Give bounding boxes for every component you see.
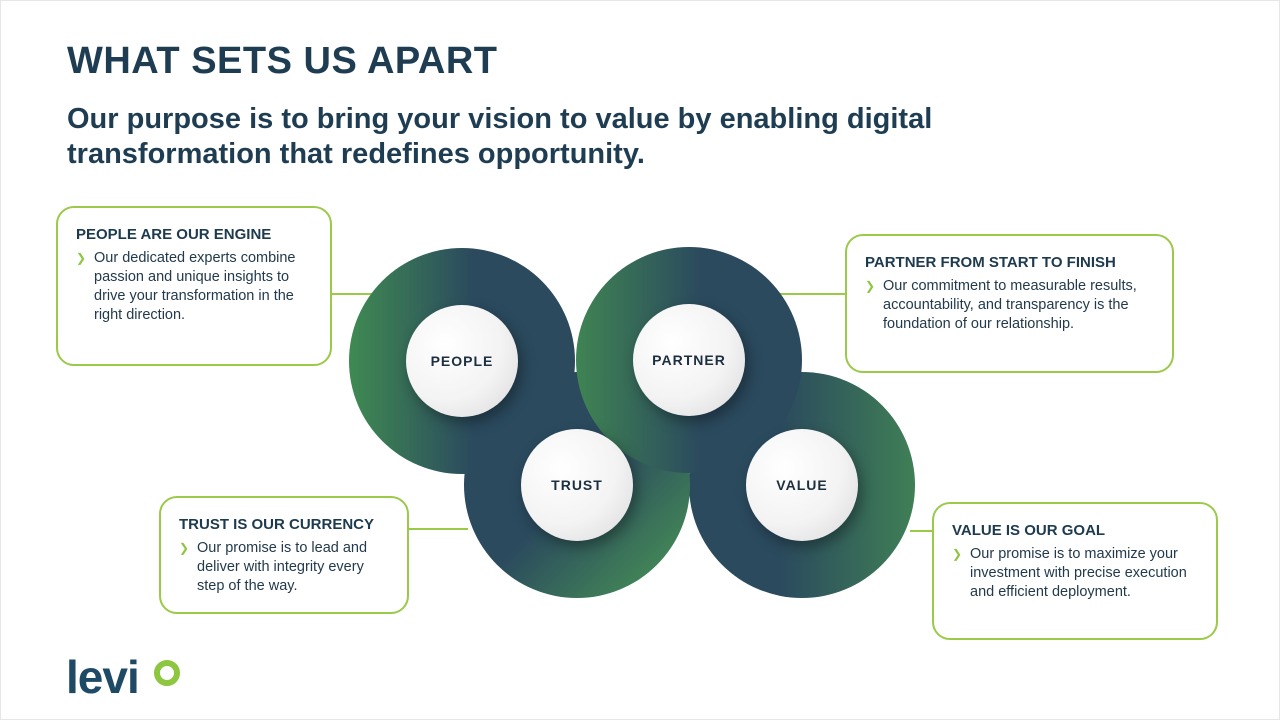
card-heading: TRUST IS OUR CURRENCY bbox=[179, 516, 375, 533]
chevron-right-icon: ❯ bbox=[179, 541, 190, 555]
card-heading: PARTNER FROM START TO FINISH bbox=[865, 254, 1116, 271]
connector-people bbox=[330, 293, 375, 295]
card-heading: VALUE IS OUR GOAL bbox=[952, 522, 1106, 539]
card-text: Our commitment to measurable results, ac… bbox=[883, 278, 1137, 332]
subtitle: Our purpose is to bring your vision to v… bbox=[67, 103, 933, 170]
connector-partner bbox=[780, 293, 847, 295]
chevron-right-icon: ❯ bbox=[952, 547, 963, 561]
page-title: WHAT SETS US APART bbox=[67, 40, 498, 82]
card-text: Our promise is to maximize your investme… bbox=[970, 546, 1187, 600]
card-text: Our dedicated experts combine passion an… bbox=[94, 250, 296, 323]
card-partner: PARTNER FROM START TO FINISH ❯ Our commit… bbox=[845, 234, 1174, 373]
card-text: Our promise is to lead and deliver with … bbox=[197, 540, 368, 594]
card-heading: PEOPLE ARE OUR ENGINE bbox=[76, 226, 272, 243]
chevron-right-icon: ❯ bbox=[865, 279, 876, 293]
connector-trust bbox=[408, 528, 468, 530]
card-trust: TRUST IS OUR CURRENCY ❯ Our promise is to… bbox=[159, 496, 409, 614]
logo-ring-icon bbox=[154, 660, 180, 686]
chevron-right-icon: ❯ bbox=[76, 251, 87, 265]
card-people: PEOPLE ARE OUR ENGINE ❯ Our dedicated exp… bbox=[56, 206, 332, 366]
card-value: VALUE IS OUR GOAL ❯ Our promise is to max… bbox=[932, 502, 1218, 640]
connector-value bbox=[910, 530, 935, 532]
levio-logo: levi bbox=[66, 651, 140, 703]
circle-value: VALUE bbox=[746, 429, 858, 541]
circle-partner: PARTNER bbox=[633, 304, 745, 416]
circle-people: PEOPLE bbox=[406, 305, 518, 417]
circle-trust: TRUST bbox=[521, 429, 633, 541]
